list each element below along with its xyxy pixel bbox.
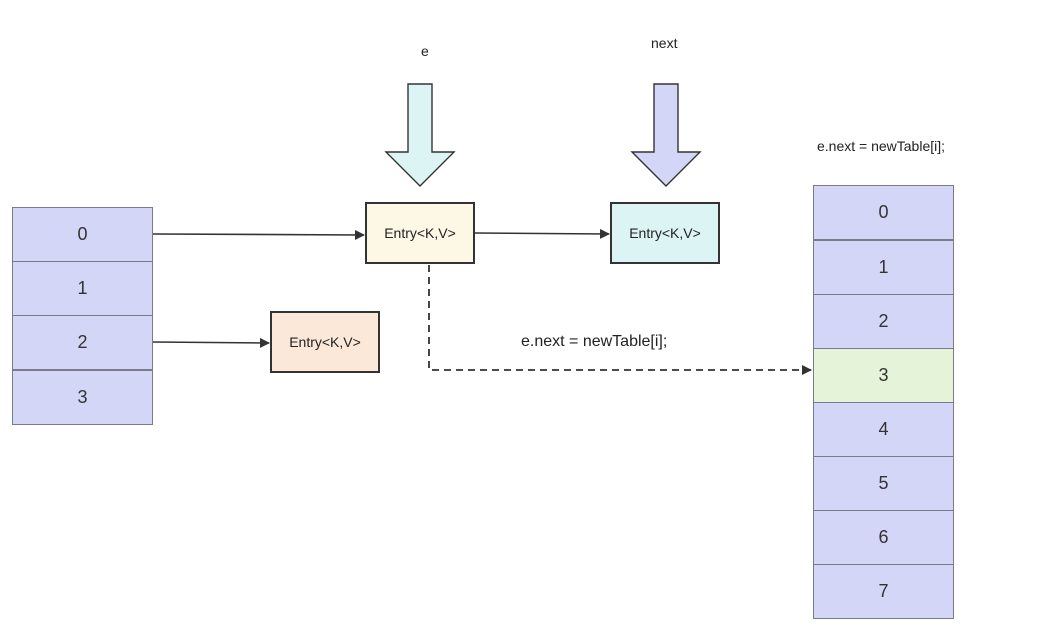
next-pointer-label: next [651, 35, 678, 51]
old-bucket-0-label: 0 [77, 224, 88, 244]
new-bucket-0-label: 0 [878, 202, 889, 222]
new-bucket-6-label: 6 [878, 527, 889, 547]
new-bucket-7-label: 7 [878, 581, 889, 601]
top-right-code-annotation: e.next = newTable[i]; [817, 138, 946, 154]
old-bucket-3: 3 [12, 370, 153, 425]
e-entry-node: Entry<K,V> [365, 202, 475, 264]
new-bucket-4: 4 [813, 402, 954, 457]
new-bucket-2: 2 [813, 294, 954, 349]
new-bucket-5-label: 5 [878, 473, 889, 493]
old-bucket-1-label: 1 [77, 278, 88, 298]
new-bucket-3: 3 [813, 348, 954, 403]
edge-bucket2-to-entry [152, 337, 270, 348]
old-bucket-3-label: 3 [77, 387, 88, 407]
edge-bucket0-to-e-entry [152, 229, 365, 240]
old-bucket-2: 2 [12, 315, 153, 370]
bucket2-entry-node: Entry<K,V> [270, 311, 380, 373]
old-bucket-0: 0 [12, 207, 153, 262]
e-pointer-label: e [421, 43, 429, 59]
old-bucket-2-label: 2 [77, 332, 88, 352]
new-bucket-4-label: 4 [878, 419, 889, 439]
middle-code-annotation: e.next = newTable[i]; [521, 333, 668, 350]
new-bucket-5: 5 [813, 456, 954, 511]
next-pointer-arrow-icon [630, 83, 702, 187]
new-bucket-1-label: 1 [878, 257, 889, 277]
next-entry-node: Entry<K,V> [610, 202, 720, 264]
old-bucket-1: 1 [12, 261, 153, 316]
new-bucket-6: 6 [813, 510, 954, 565]
new-bucket-1: 1 [813, 240, 954, 295]
new-bucket-0: 0 [813, 185, 954, 240]
e-pointer-arrow-icon [384, 83, 456, 187]
edge-e-entry-to-next-entry [474, 228, 610, 239]
new-bucket-2-label: 2 [878, 311, 889, 331]
edge-e-entry-to-new-bucket3 [428, 265, 812, 375]
new-bucket-3-label: 3 [878, 365, 889, 385]
new-bucket-7: 7 [813, 564, 954, 619]
